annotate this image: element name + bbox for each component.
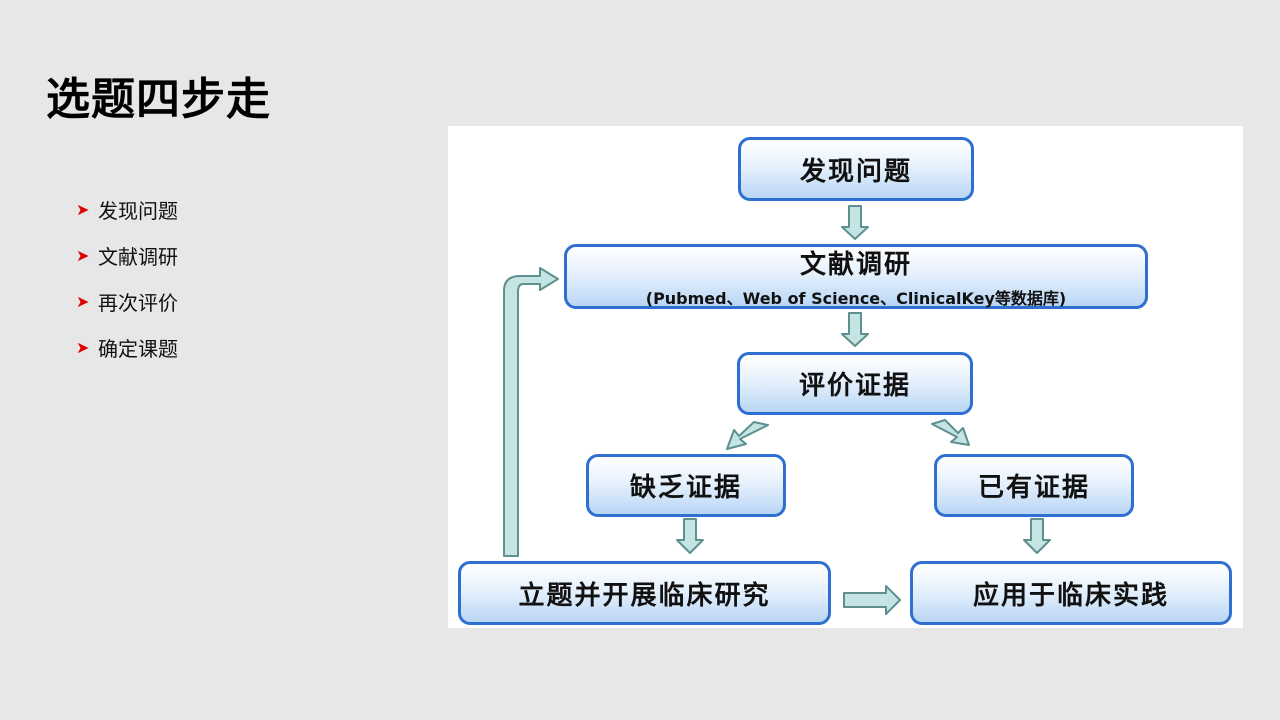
bullet-text: 文献调研: [98, 244, 178, 269]
node-label: 发现问题: [799, 156, 912, 187]
bullet-text: 再次评价: [98, 290, 178, 315]
node-literature-review: 文献调研 (Pubmed、Web of Science、ClinicalKey等…: [564, 244, 1148, 309]
node-lack-evidence: 缺乏证据: [586, 454, 786, 517]
bullet-text: 发现问题: [98, 198, 178, 223]
arrow-bullet-icon: ➤: [76, 245, 90, 265]
node-clinical-research: 立题并开展临床研究: [458, 561, 831, 625]
node-sublabel: (Pubmed、Web of Science、ClinicalKey等数据库): [645, 289, 1067, 308]
bullet-item: ➤ 文献调研: [76, 232, 178, 278]
arrow-bullet-icon: ➤: [76, 199, 90, 219]
arrow-down: [841, 312, 869, 347]
node-discover-problem: 发现问题: [738, 137, 974, 201]
arrow-bullet-icon: ➤: [76, 337, 90, 357]
node-label: 评价证据: [798, 371, 911, 401]
node-clinical-practice: 应用于临床实践: [910, 561, 1232, 625]
bullet-item: ➤ 发现问题: [76, 186, 178, 232]
arrow-down: [841, 205, 869, 240]
node-label: 缺乏证据: [629, 473, 742, 503]
slide-title: 选题四步走: [46, 74, 271, 125]
arrow-bullet-icon: ➤: [76, 291, 90, 311]
bullet-list: ➤ 发现问题 ➤ 文献调研 ➤ 再次评价 ➤ 确定课题: [76, 186, 178, 370]
arrow-down: [1023, 518, 1051, 554]
arrow-diagonal-right: [931, 419, 970, 446]
bullet-text: 确定课题: [98, 336, 178, 361]
flowchart-figure: 发现问题 文献调研 (Pubmed、Web of Science、Clinica…: [448, 126, 1243, 628]
node-label: 已有证据: [977, 473, 1090, 503]
node-evaluate-evidence: 评价证据: [737, 352, 973, 415]
bullet-item: ➤ 确定课题: [76, 324, 178, 370]
node-label: 文献调研: [799, 250, 912, 280]
arrow-right: [843, 585, 901, 615]
arrow-down: [676, 518, 704, 554]
feedback-loop-arrow: [503, 267, 559, 557]
flowchart-arrows: [503, 205, 1051, 615]
node-label: 立题并开展临床研究: [518, 580, 771, 611]
node-have-evidence: 已有证据: [934, 454, 1134, 517]
arrow-diagonal-left: [726, 421, 769, 450]
bullet-item: ➤ 再次评价: [76, 278, 178, 324]
node-label: 应用于临床实践: [972, 580, 1169, 611]
